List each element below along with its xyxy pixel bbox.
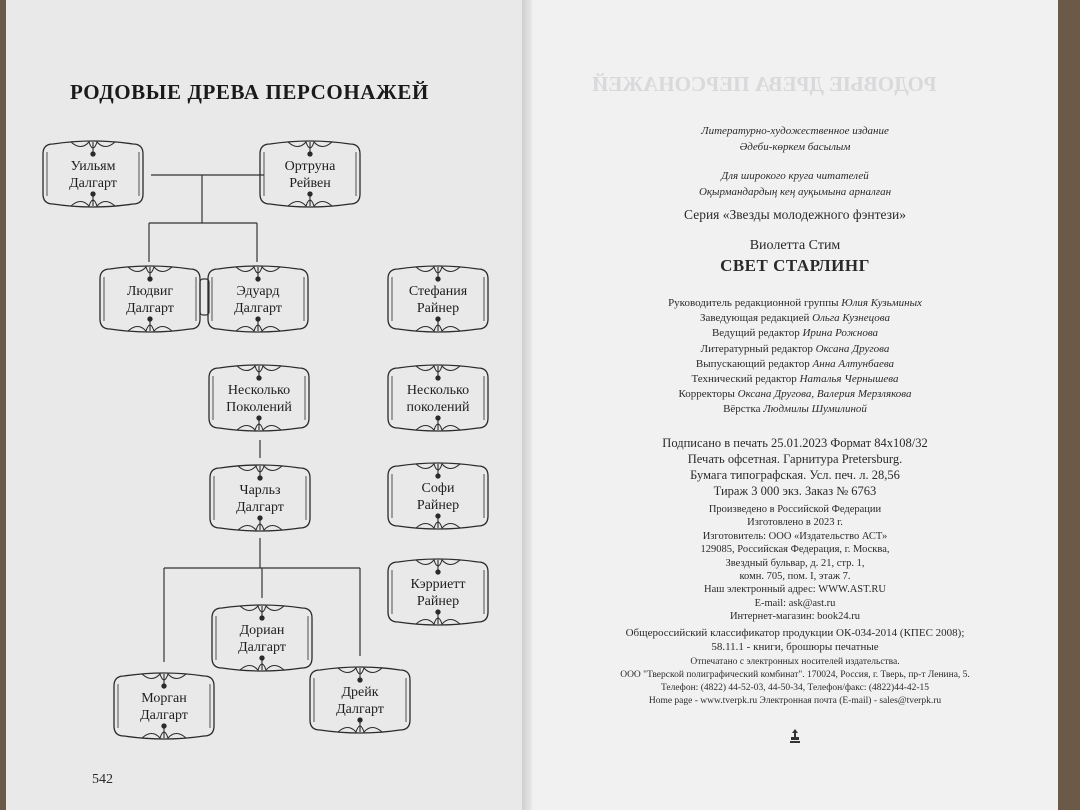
print-info-line: Тираж 3 000 экз. Заказ № 6763 — [713, 484, 877, 498]
tree-title: РОДОВЫЕ ДРЕВА ПЕРСОНАЖЕЙ — [70, 80, 429, 104]
publisher-info-line: 129085, Российская Федерация, г. Москва, — [700, 544, 890, 556]
classifier-line: 58.11.1 - книги, брошюры печатные — [711, 641, 879, 653]
publisher-info-line: комн. 705, пом. I, этаж 7. — [739, 571, 851, 582]
publisher-info-line: Звездный бульвар, д. 21, стр. 1, — [725, 557, 865, 569]
publisher-info-line: Изготовитель: ООО «Издательство АСТ» — [702, 530, 888, 542]
staff-name: Ирина Рожнова — [802, 327, 879, 340]
staff-line: Вёрстка Людмилы Шумилиной — [532, 403, 1058, 415]
tree-connectors — [148, 174, 361, 662]
staff-role: Заведующая редакцией — [700, 312, 810, 325]
staff-name: Оксана Другова — [815, 342, 890, 355]
staff-name: Наталья Чернышева — [799, 373, 899, 385]
node-frame-kerriett — [387, 558, 489, 626]
node-frame-lyudvig — [99, 265, 201, 333]
staff-name: Оксана Другова, Валерия Мерзлякова — [737, 388, 912, 401]
node-frame-ortruna — [259, 140, 361, 208]
print-info-line: Бумага типографская. Усл. печ. л. 28,56 — [690, 468, 900, 482]
node-frame-charlz — [209, 464, 311, 532]
print-info-line: Подписано в печать 25.01.2023 Формат 84x… — [662, 436, 928, 450]
publisher-info-line: Произведено в Российской Федерации — [708, 504, 882, 515]
node-frame-neskolko1 — [208, 364, 310, 432]
page-number: 542 — [92, 772, 113, 787]
classifier-line: Общероссийский классификатор продукции О… — [625, 627, 965, 639]
audience: Для широкого круга читателей — [721, 170, 869, 182]
node-frame-neskolko2 — [387, 364, 489, 432]
printer-info-line: Отпечатано с электронных носителей издат… — [690, 657, 900, 667]
show-through-text: РОДОВЫЕ ДРЕВА ПЕРСОНАЖЕЙ — [592, 72, 937, 96]
printer-info-line: Телефон: (4822) 44-52-03, 44-50-34, Теле… — [660, 683, 930, 693]
book-title: СВЕТ СТАРЛИНГ — [720, 256, 870, 275]
publisher-info-line: Изготовлено в 2023 г. — [747, 517, 843, 529]
staff-role: Литературный редактор — [700, 342, 813, 355]
node-frame-sofi — [387, 462, 489, 530]
staff-role: Руководитель редакционной группы — [668, 297, 839, 309]
printer-info-line: ООО "Тверской полиграфический комбинат".… — [620, 670, 970, 680]
node-frame-dreik — [309, 666, 411, 734]
author-name: Виолетта Стим — [749, 238, 841, 253]
node-frame-stefaniya — [387, 265, 489, 333]
staff-role: Технический редактор — [691, 373, 797, 385]
staff-role: Вёрстка — [723, 403, 761, 416]
publisher-info-line: Интернет-магазин: book24.ru — [729, 611, 861, 623]
family-tree-diagram — [42, 140, 489, 740]
staff-name: Анна Алтунбаева — [812, 357, 895, 370]
node-frame-morgan — [113, 672, 215, 740]
publisher-info-line: Наш электронный адрес: WWW.AST.RU — [704, 584, 886, 596]
ornamental-frames — [42, 140, 489, 740]
edition-type: Литературно-художественное издание — [701, 125, 889, 137]
audience-kz: Оқырмандардың кең ауқымына арналған — [698, 186, 892, 198]
staff-line: Технический редактор Наталья Чернышева — [532, 373, 1058, 385]
staff-line: Заведующая редакцией Ольга Кузнецова — [532, 312, 1058, 324]
printer-logo-icon — [790, 729, 800, 743]
staff-line: Руководитель редакционной группы Юлия Ку… — [532, 297, 1058, 309]
node-frame-dorian — [211, 604, 313, 672]
staff-name: Юлия Кузьминых — [841, 297, 922, 309]
staff-role: Ведущий редактор — [711, 327, 800, 340]
node-frame-uilyam — [42, 140, 144, 208]
staff-line: Литературный редактор Оксана Другова — [532, 343, 1058, 355]
staff-name: Ольга Кузнецова — [812, 312, 890, 325]
node-frame-eduard — [207, 265, 309, 333]
publisher-info-line: E-mail: ask@ast.ru — [754, 597, 836, 609]
staff-line: Корректоры Оксана Другова, Валерия Мерзл… — [532, 388, 1058, 400]
series-name: Серия «Звезды молодежного фэнтези» — [684, 207, 906, 222]
edition-type-kz: Әдеби-көркем басылым — [739, 141, 851, 153]
printer-info-line: Home page - www.tverpk.ru Электронная по… — [648, 696, 942, 706]
staff-role: Выпускающий редактор — [695, 357, 810, 370]
staff-role: Корректоры — [678, 388, 735, 401]
print-info-line: Печать офсетная. Гарнитура Pretersburg. — [687, 452, 903, 466]
right-page: РОДОВЫЕ ДРЕВА ПЕРСОНАЖЕЙ Литературно-худ… — [532, 0, 1058, 810]
staff-line: Выпускающий редактор Анна Алтунбаева — [532, 358, 1058, 370]
staff-line: Ведущий редактор Ирина Рожнова — [532, 327, 1058, 339]
staff-name: Людмилы Шумилиной — [763, 403, 867, 416]
